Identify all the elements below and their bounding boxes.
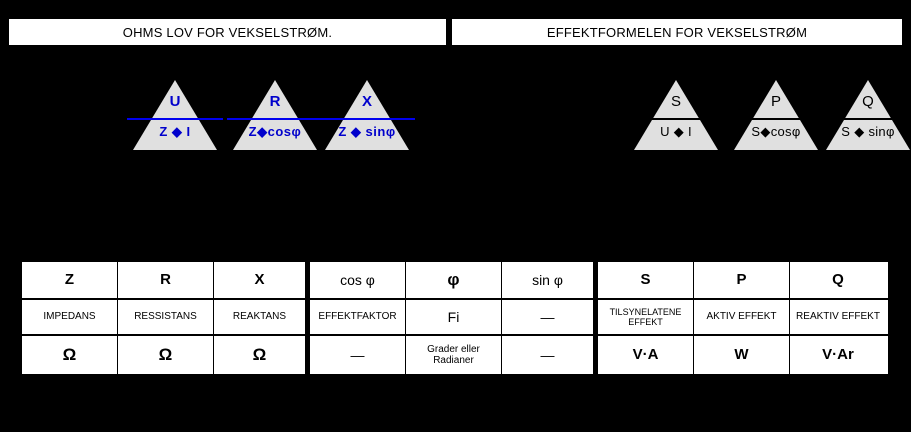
triangle-group-power-formula: S U ◆ I P S◆cosφ Q S ◆ sinφ xyxy=(634,80,910,152)
cell-unit-va: V·A xyxy=(598,336,694,374)
multiply-icon: ◆ xyxy=(854,124,865,139)
cell-symbol-r: R xyxy=(118,262,214,298)
banner-left-title: OHMS LOV FOR VEKSELSTRØM. xyxy=(122,24,333,40)
name-line-1: TILSYNELATENE xyxy=(609,306,682,317)
cell-name-fi: Fi xyxy=(406,300,502,334)
denominator-left: S xyxy=(751,124,761,139)
triangle-numerator: X xyxy=(361,93,372,110)
symbol-phi-text: φ xyxy=(447,270,460,290)
triangle-numerator: Q xyxy=(862,93,874,110)
cell-unit-dash-cos: — xyxy=(310,336,406,374)
triangle-divider-line xyxy=(127,118,223,120)
unit-line-2: Radianer xyxy=(433,355,474,366)
triangle-numerator: P xyxy=(770,93,781,110)
cell-symbol-cos-phi: cos φ xyxy=(310,262,406,298)
cell-name-dash-sin: — xyxy=(502,300,598,334)
name-line-wrapper: TILSYNELATENE EFFEKT xyxy=(610,307,682,328)
triangle-denominator: U ◆ I xyxy=(634,124,718,140)
triangle-divider-line xyxy=(638,118,714,120)
multiply-icon: ◆ xyxy=(350,124,362,139)
triangle-denominator: Z◆cosφ xyxy=(233,124,317,140)
triangle-divider-line xyxy=(319,118,415,120)
cell-name-effektfaktor: EFFEKTFAKTOR xyxy=(310,300,406,334)
denominator-left: Z xyxy=(248,124,258,139)
cell-name-aktiv-effekt: AKTIV EFFEKT xyxy=(694,300,790,334)
cell-symbol-p: P xyxy=(694,262,790,298)
cell-name-ressistans: RESSISTANS xyxy=(118,300,214,334)
triangle-divider-line xyxy=(227,118,323,120)
cell-unit-dash-sin: — xyxy=(502,336,598,374)
cell-symbol-sin-phi: sin φ xyxy=(502,262,598,298)
triangle-divider-line xyxy=(738,118,814,120)
cell-symbol-phi: φ xyxy=(406,262,502,298)
banner-right-title: EFFEKTFORMELEN FOR VEKSELSTRØM xyxy=(546,24,808,40)
triangle-denominator: Z ◆ I xyxy=(133,124,217,140)
cell-unit-w: W xyxy=(694,336,790,374)
denominator-right: cosφ xyxy=(267,124,302,139)
denominator-right: sinφ xyxy=(365,124,396,139)
cell-unit-var: V·Ar xyxy=(822,346,854,364)
quantities-table: Z R X cos φ φ sin φ S P Q IMPEDANS RESSI… xyxy=(20,260,890,376)
triangle-q: Q S ◆ sinφ xyxy=(826,80,910,150)
triangle-group-ohms-law: U Z ◆ I R Z◆cosφ X Z ◆ sinφ xyxy=(127,80,433,152)
cell-unit-ohm-r: Ω xyxy=(118,336,214,374)
multiply-icon: ◆ xyxy=(760,124,771,139)
denominator-right: I xyxy=(186,124,191,139)
triangle-denominator: S ◆ sinφ xyxy=(826,124,910,140)
table-row-symbols: Z R X cos φ φ sin φ S P Q xyxy=(22,262,888,300)
symbol-cos-phi-text: cos φ xyxy=(340,271,375,288)
cell-symbol-x: X xyxy=(214,262,310,298)
denominator-right: cosφ xyxy=(770,124,801,139)
unit-line-1: Grader eller xyxy=(427,343,480,355)
table-row-names: IMPEDANS RESSISTANS REAKTANS EFFEKTFAKTO… xyxy=(22,300,888,336)
cell-name-impedans: IMPEDANS xyxy=(22,300,118,334)
banner-power-formula: EFFEKTFORMELEN FOR VEKSELSTRØM xyxy=(452,19,902,45)
cell-unit-ohm-x: Ω xyxy=(214,336,310,374)
triangle-r: R Z◆cosφ xyxy=(227,80,323,150)
table-row-units: Ω Ω Ω — Grader eller Radianer — V·A W V·… xyxy=(22,336,888,374)
triangle-numerator: R xyxy=(269,93,281,110)
multiply-icon: ◆ xyxy=(673,124,685,139)
symbol-sin-phi-text: sin φ xyxy=(532,271,563,288)
denominator-left: S xyxy=(841,124,851,139)
triangle-s: S U ◆ I xyxy=(634,80,718,150)
denominator-left: Z xyxy=(159,124,168,139)
cell-name-reaktans: REAKTANS xyxy=(214,300,310,334)
triangle-numerator: U xyxy=(169,93,181,110)
denominator-left: Z xyxy=(338,124,347,139)
triangle-divider-line xyxy=(830,118,906,120)
triangle-x: X Z ◆ sinφ xyxy=(319,80,415,150)
multiply-icon: ◆ xyxy=(171,124,183,139)
multiply-icon: ◆ xyxy=(257,124,268,139)
name-line-2: EFFEKT xyxy=(628,317,663,327)
cell-symbol-s: S xyxy=(598,262,694,298)
denominator-right: I xyxy=(687,124,692,139)
cell-symbol-q: Q xyxy=(832,271,844,289)
triangle-p: P S◆cosφ xyxy=(734,80,818,150)
denominator-left: U xyxy=(660,124,670,139)
cell-unit-ohm-z: Ω xyxy=(22,336,118,374)
cell-name-tilsynelatene-effekt: TILSYNELATENE EFFEKT xyxy=(598,300,694,334)
triangle-denominator: S◆cosφ xyxy=(734,124,818,140)
triangle-denominator: Z ◆ sinφ xyxy=(325,124,409,140)
unit-line-wrapper: Grader eller Radianer xyxy=(427,344,480,367)
triangle-numerator: S xyxy=(670,93,681,110)
cell-unit-grader-radianer: Grader eller Radianer xyxy=(406,336,502,374)
denominator-right: sinφ xyxy=(868,124,895,139)
cell-symbol-z: Z xyxy=(22,262,118,298)
banner-ohms-law: OHMS LOV FOR VEKSELSTRØM. xyxy=(9,19,446,45)
triangle-u: U Z ◆ I xyxy=(127,80,223,150)
cell-name-reaktiv-effekt: REAKTIV EFFEKT xyxy=(796,311,880,323)
